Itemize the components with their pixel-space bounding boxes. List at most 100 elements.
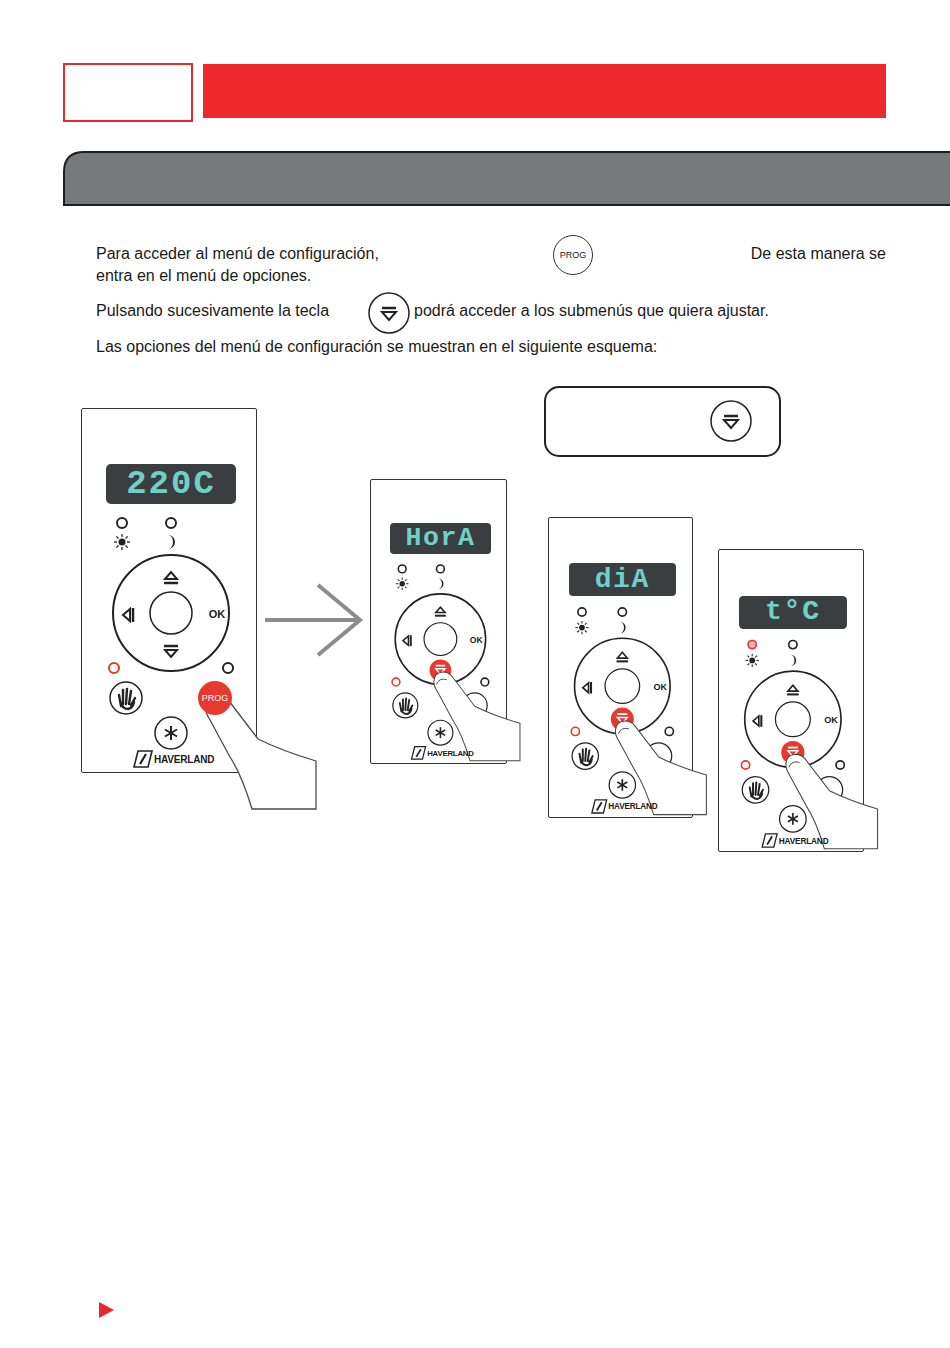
brand-logo-text: HAVERLAND: [608, 802, 657, 811]
arrow-shaft: [265, 618, 358, 622]
body-text: De esta manera se: [751, 244, 886, 264]
header-bar: [203, 64, 886, 118]
sun-icon: [396, 577, 408, 589]
snowflake-arm: [165, 730, 177, 737]
center-key: [605, 669, 640, 704]
down-arrow-bar: [164, 645, 178, 648]
led: [571, 727, 579, 735]
led: [836, 761, 844, 769]
thermostat-panel: OKHAVERLAND220CPROG: [81, 408, 257, 773]
body-text: podrá acceder a los submenús que quiera …: [414, 301, 769, 321]
hand-icon: [119, 689, 135, 709]
led: [437, 565, 445, 573]
hand-icon: [400, 698, 412, 714]
led: [789, 640, 797, 648]
lcd-display: 220C: [106, 464, 236, 504]
logo-slash: [140, 754, 146, 764]
up-arrow-bar: [617, 660, 629, 662]
frost-key: [155, 717, 187, 749]
snowflake-icon: [617, 779, 627, 791]
up-arrow: [436, 607, 445, 612]
sun-ray: [746, 660, 748, 661]
logo-mark: [592, 800, 607, 813]
sun-ray: [405, 579, 407, 581]
sun-ray: [581, 632, 582, 634]
nav-ring: [395, 594, 485, 684]
down-arrow-bar: [436, 665, 445, 667]
ok-key-label: OK: [470, 635, 483, 645]
sun-ray: [398, 579, 400, 581]
sun-ray: [577, 631, 579, 633]
up-arrow-bar: [435, 615, 446, 617]
sun-ray: [585, 631, 587, 633]
display-readout: diA: [595, 566, 650, 594]
led: [741, 761, 749, 769]
sun-ray: [577, 623, 579, 625]
down-key-icon: [369, 293, 409, 333]
sun-ray: [406, 583, 408, 584]
snowflake-arm: [617, 782, 627, 788]
snowflake-arm: [165, 730, 177, 737]
sun-ray: [402, 588, 403, 590]
snowflake-icon: [165, 726, 177, 740]
manual-key: [742, 777, 769, 804]
logo-mark: [134, 751, 152, 767]
sun-icon: [575, 621, 588, 634]
sun-icon: [114, 534, 130, 550]
body-text: Para acceder al menú de configuración,: [96, 244, 379, 264]
button-label: PROG: [560, 251, 587, 260]
finger-outline: [786, 754, 878, 848]
left-arrow: [403, 636, 408, 645]
thermostat-panel: OKHAVERLANDHorA: [370, 479, 507, 764]
hand-icon: [750, 782, 763, 799]
sun-ray: [752, 665, 753, 667]
center-key: [775, 702, 810, 737]
manual-key: [393, 693, 418, 718]
fingernail: [618, 728, 629, 734]
fingernail: [789, 762, 800, 768]
sun-ray: [585, 623, 587, 625]
left-arrow-bar: [760, 715, 762, 727]
left-arrow-bar: [590, 682, 592, 694]
sun-ray: [121, 534, 122, 537]
led: [398, 565, 406, 573]
snowflake-arm: [436, 730, 445, 735]
snowflake-arm: [788, 816, 798, 822]
button-label: PROG: [202, 694, 229, 703]
frost-key: [428, 720, 453, 745]
left-arrow-bar: [410, 635, 412, 646]
sun-ray: [756, 660, 758, 661]
sun-ray: [121, 547, 122, 550]
moon-icon: [790, 655, 796, 667]
up-arrow-bar: [164, 582, 178, 585]
page-marker: [99, 1302, 114, 1318]
ok-key-label: OK: [653, 682, 667, 692]
center-key: [424, 623, 457, 656]
body-text: Las opciones del menú de configuración s…: [96, 337, 657, 357]
up-arrow: [788, 685, 798, 691]
led: [166, 518, 176, 528]
led: [223, 663, 233, 673]
led: [748, 640, 756, 648]
flow-arrow: [265, 585, 360, 655]
left-arrow: [583, 683, 589, 693]
down-arrow-bar: [617, 713, 627, 715]
callout-box: [545, 387, 780, 456]
down-arrow: [165, 650, 177, 657]
snowflake-icon: [436, 727, 445, 738]
sun-ray: [396, 583, 398, 584]
ok-key-label: OK: [209, 608, 226, 620]
thermostat-panel: OK HAVERLAND diA: [548, 517, 693, 818]
display-readout: t°C: [765, 598, 821, 626]
nav-ring: [745, 671, 841, 767]
brand-logo-text: HAVERLAND: [779, 836, 829, 846]
led: [665, 727, 673, 735]
logo-slash: [767, 836, 772, 844]
snowflake-arm: [436, 730, 445, 735]
down-arrow-bar: [788, 747, 798, 749]
sun-ray: [126, 536, 128, 538]
lcd-display: diA: [569, 563, 676, 596]
sun-ray: [581, 621, 582, 623]
sun-ray: [755, 663, 757, 665]
